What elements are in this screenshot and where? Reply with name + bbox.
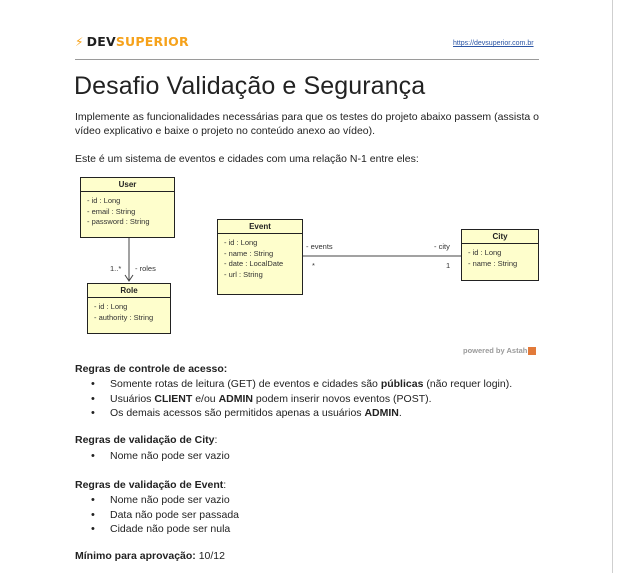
- list-item: Os demais acessos são permitidos apenas …: [75, 406, 512, 421]
- access-rules-list: Somente rotas de leitura (GET) de evento…: [75, 377, 512, 421]
- user-attr: - password : String: [87, 217, 150, 226]
- diagram-connectors: [124, 237, 461, 282]
- uml-class-diagram: User - id : Long - email : String - pass…: [75, 172, 545, 362]
- list-item: Nome não pode ser vazio: [75, 449, 230, 464]
- event-attr: - id : Long: [224, 238, 258, 247]
- class-role-attrs: - id : Long - authority : String: [88, 298, 170, 327]
- event-attr: - name : String: [224, 248, 274, 258]
- city-rules-title: Regras de validação de City:: [75, 434, 218, 446]
- class-role-name: Role: [88, 284, 170, 298]
- class-city: City - id : Long - name : String: [461, 229, 539, 281]
- event-attr: - url : String: [224, 269, 263, 279]
- event-attr: - date : LocalDate: [224, 259, 284, 268]
- header-divider: [75, 59, 539, 60]
- class-role: Role - id : Long - authority : String: [87, 283, 171, 334]
- page-title: Desafio Validação e Segurança: [74, 72, 426, 100]
- class-city-attrs: - id : Long - name : String: [462, 244, 538, 273]
- user-attr: - id : Long: [87, 196, 121, 205]
- class-event: Event - id : Long - name : String - date…: [217, 219, 303, 295]
- class-event-name: Event: [218, 220, 302, 234]
- logo-superior: SUPERIOR: [115, 34, 189, 49]
- relation-description: Este é um sistema de eventos e cidades c…: [75, 153, 419, 165]
- intro-paragraph: Implemente as funcionalidades necessária…: [75, 111, 540, 137]
- site-link[interactable]: https://devsuperior.com.br: [453, 40, 534, 47]
- event-city-left-role: - events: [306, 242, 333, 251]
- role-attr: - id : Long: [94, 302, 128, 311]
- list-item: Cidade não pode ser nula: [75, 522, 239, 537]
- event-city-left-multiplicity: *: [312, 261, 315, 270]
- bolt-icon: ⚡: [75, 34, 84, 49]
- event-rules-title: Regras de validação de Event:: [75, 479, 227, 491]
- astah-watermark-text: powered by Astah: [463, 346, 528, 355]
- class-user-name: User: [81, 178, 174, 192]
- role-attr: - authority : String: [94, 312, 154, 322]
- astah-watermark: powered by Astah: [463, 346, 537, 355]
- user-role-arrowhead: [124, 274, 134, 282]
- list-item: Usuários CLIENT e/ou ADMIN podem inserir…: [75, 392, 512, 407]
- user-attr: - email : String: [87, 206, 136, 216]
- class-user-attrs: - id : Long - email : String - password …: [81, 192, 174, 232]
- city-rules-list: Nome não pode ser vazio: [75, 449, 230, 464]
- event-city-right-role: - city: [434, 242, 450, 251]
- minimum-approval: Mínimo para aprovação: 10/12: [75, 550, 225, 562]
- city-attr: - name : String: [468, 258, 518, 268]
- page-edge: [612, 0, 613, 573]
- list-item: Data não pode ser passada: [75, 508, 239, 523]
- user-role-multiplicity: 1..*: [110, 264, 122, 273]
- city-attr: - id : Long: [468, 248, 502, 257]
- list-item: Somente rotas de leitura (GET) de evento…: [75, 377, 512, 392]
- astah-logo-icon: [528, 346, 537, 355]
- event-rules-list: Nome não pode ser vazio Data não pode se…: [75, 493, 239, 537]
- list-item: Nome não pode ser vazio: [75, 493, 239, 508]
- class-user: User - id : Long - email : String - pass…: [80, 177, 175, 238]
- class-event-attrs: - id : Long - name : String - date : Loc…: [218, 234, 302, 284]
- logo-dev: DEV: [86, 34, 116, 49]
- access-rules-title: Regras de controle de acesso:: [75, 363, 228, 375]
- user-role-rolename: - roles: [135, 264, 156, 273]
- class-city-name: City: [462, 230, 538, 244]
- devsuperior-logo: ⚡ DEV SUPERIOR: [75, 34, 189, 49]
- event-city-right-multiplicity: 1: [446, 261, 451, 270]
